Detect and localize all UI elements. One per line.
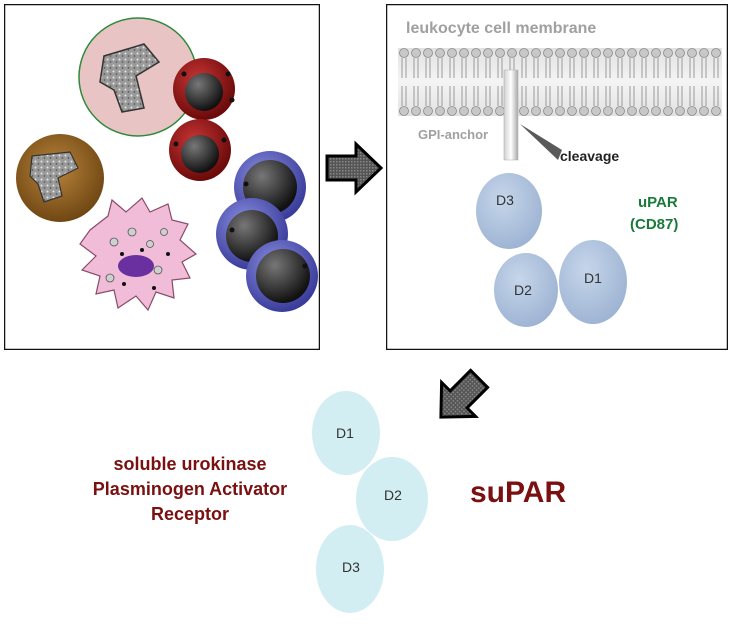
soluble-d2-label: D2 [384, 487, 402, 503]
domain-d1-bound [559, 240, 627, 324]
supar-title: suPAR [470, 476, 567, 509]
domain-d3-label: D3 [496, 192, 514, 208]
cleavage-label: cleavage [560, 148, 620, 164]
soluble-d3-label: D3 [342, 559, 360, 575]
domain-d1-label: D1 [584, 270, 602, 286]
soluble-d1-label: D1 [336, 425, 354, 441]
domain-d2-bound [494, 253, 558, 327]
gpi-anchor-label: GPI-anchor [418, 127, 489, 142]
leukocytes-panel [4, 4, 320, 350]
pink-leukocyte [78, 17, 198, 137]
upar-domains [476, 173, 627, 327]
supar-full-name: soluble urokinase Plasminogen Activator … [70, 452, 310, 527]
domain-d1-soluble [312, 391, 380, 475]
blue-leukocytes [216, 151, 318, 312]
arrow-right-icon [324, 140, 384, 196]
upar-label: uPAR [638, 194, 678, 211]
brown-leukocyte [16, 134, 104, 222]
membrane-panel: leukocyte cell membrane GPI-anchor cleav… [386, 4, 728, 350]
cd87-label: (CD87) [630, 216, 679, 233]
domain-d2-label: D2 [514, 282, 532, 298]
domain-d2-soluble [356, 457, 428, 541]
macrophage [79, 197, 198, 312]
membrane-illustration [386, 4, 728, 350]
full-name-line-3: Receptor [150, 504, 230, 524]
full-name-line-1: soluble urokinase [113, 454, 267, 474]
domain-d3-bound [476, 173, 542, 249]
leukocytes-illustration [4, 4, 320, 350]
arrow-down-left-icon [418, 356, 502, 440]
full-name-line-2: Plasminogen Activator [92, 479, 288, 499]
domain-d3-soluble [316, 525, 384, 613]
gpi-anchor [503, 69, 519, 161]
membrane-label: leukocyte cell membrane [406, 20, 597, 37]
red-leukocytes [169, 58, 235, 181]
supar-domains: D1 D2 D3 [300, 385, 440, 620]
cleavage-wedge [520, 124, 562, 160]
